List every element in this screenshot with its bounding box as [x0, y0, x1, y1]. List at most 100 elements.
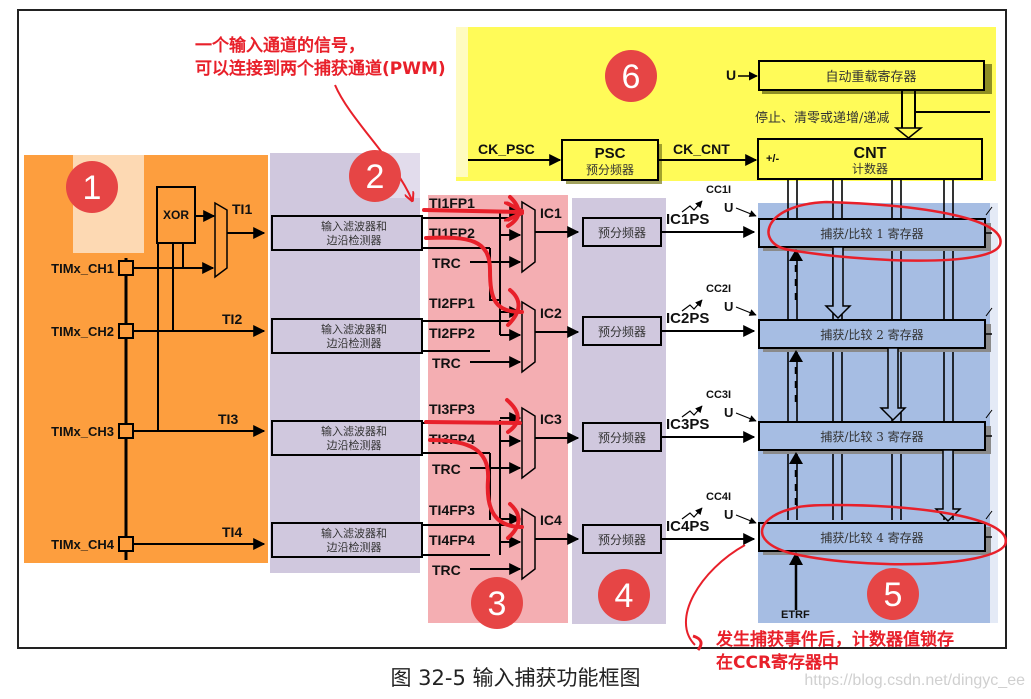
top-annotation-line1: 一个输入通道的信号，: [195, 35, 365, 56]
psc-title: PSC: [595, 145, 626, 162]
pin-3-pad: [118, 423, 134, 439]
pin-label: TIMx_CH2: [51, 324, 114, 339]
section-5-edge: [990, 203, 998, 623]
filter-label-line2: 边沿检测器: [327, 438, 382, 452]
filter-edge-detector-2: [271, 318, 423, 354]
arr-update-label: U: [726, 67, 736, 83]
pin-label: TIMx_CH3: [51, 424, 114, 439]
section-6-edge: [456, 27, 468, 177]
time-base-unit: 自动重载寄存器 U 停止、清零或递增/递减 CK_PSC PSC 预分频器 CK…: [468, 60, 992, 184]
mux-output-label: IC4: [540, 512, 562, 528]
update-label: U: [724, 200, 733, 215]
filter-label-line2: 边沿检测器: [327, 233, 382, 247]
icps-label: IC2PS: [666, 310, 709, 327]
section-3-background: [428, 195, 568, 623]
badge-number: 4: [615, 577, 634, 615]
prescaler-label: 预分频器: [598, 431, 646, 445]
cc-interrupt-label: CC2I: [706, 283, 731, 295]
interrupt-arrow-icon: [681, 299, 703, 312]
interrupt-arrow-icon: [681, 200, 703, 213]
transfer-arrow-icon: [879, 347, 907, 422]
counter-control-label: 停止、清零或递增/递减: [755, 110, 889, 126]
capture-mux-stage: TI1FP1TI1FP2TRCIC1TI2FP1TI2FP2TRCIC2TI3F…: [429, 195, 580, 581]
bottom-annotation-line1: 发生捕获事件后，计数器值锁存: [715, 629, 954, 650]
input-stage: XOR TIMx_CH1TIMx_CH2TIMx_CH3TIMx_CH4TI1T…: [51, 186, 266, 560]
section-badge-2: [349, 150, 401, 202]
capture-mux-2: [521, 300, 536, 374]
pin-label: TIMx_CH1: [51, 261, 114, 276]
badge-number: 6: [622, 58, 641, 96]
ti1-selector-mux: [214, 201, 228, 279]
ccr-register-3: [758, 421, 986, 451]
prescaler-stage: 预分频器 IC1PS CC1I U 预分频器 IC2PS CC2I U 预分频器 IC3PS CC3…: [582, 184, 757, 554]
mux-input-label: TI3FP3: [429, 401, 475, 417]
xor-gate: [156, 186, 196, 244]
update-arrow-icon: [735, 207, 757, 217]
filter-label-line1: 输入滤波器和: [321, 424, 387, 438]
update-label: U: [724, 405, 733, 420]
icps-label: IC1PS: [666, 211, 709, 228]
top-annotation-pointer: [334, 84, 412, 200]
pin-4-pad: [118, 536, 134, 552]
cnt-subtitle: 计数器: [852, 161, 888, 176]
capture-mux-1: [521, 200, 536, 274]
mux-output-label: IC2: [540, 305, 562, 321]
annotations: 一个输入通道的信号， 可以连接到两个捕获通道(PWM) 发生捕获事件后，计数器值…: [195, 35, 1007, 673]
ccr-register-2: [758, 319, 986, 349]
ic-prescaler-2: [582, 316, 662, 346]
interrupt-arrow-icon: [681, 507, 703, 520]
prescaler-label: 预分频器: [598, 226, 646, 240]
cnt-title: CNT: [854, 145, 887, 162]
badge-number: 5: [884, 576, 903, 614]
ccr1-highlight-ellipse: [767, 200, 1002, 262]
section-4-background: [572, 198, 666, 624]
mux-input-label: TRC: [432, 461, 461, 477]
filter-edge-detector-1: [271, 215, 423, 251]
cc-interrupt-label: CC3I: [706, 389, 731, 401]
section-badge-5: [867, 568, 919, 620]
cc-interrupt-label: CC1I: [706, 184, 731, 196]
ic-prescaler-4: [582, 524, 662, 554]
filter-label-line1: 输入滤波器和: [321, 526, 387, 540]
ccr4-highlight-ellipse: [760, 503, 1007, 566]
pin-1-pad: [118, 260, 134, 276]
mux-input-label: TI2FP1: [429, 295, 475, 311]
badge-number: 3: [488, 585, 507, 623]
icps-label: IC3PS: [666, 416, 709, 433]
ccr-register-4: [758, 522, 986, 552]
pin-label: TIMx_CH4: [51, 537, 115, 552]
mux-input-label: TI4FP3: [429, 502, 475, 518]
cc-interrupt-label: CC4I: [706, 491, 731, 503]
mux-input-label: TRC: [432, 255, 461, 271]
filter-edge-detector-3: [271, 420, 423, 456]
etrf-label: ETRF: [781, 609, 810, 621]
badge-number: 1: [83, 169, 102, 207]
prescaler-label: 预分频器: [598, 533, 646, 547]
ck-psc-label: CK_PSC: [478, 141, 535, 157]
filter-label-line1: 输入滤波器和: [321, 219, 387, 233]
update-label: U: [724, 299, 733, 314]
mux-input-label: TI2FP2: [429, 325, 475, 341]
capture-mux-3: [521, 406, 536, 480]
mux-input-label: TI4FP4: [429, 532, 475, 548]
mux-output-label: IC3: [540, 411, 562, 427]
ic-prescaler-1: [582, 217, 662, 247]
mux-input-label: TRC: [432, 562, 461, 578]
update-label: U: [724, 507, 733, 522]
watermark: https://blog.csdn.net/dingyc_ee: [804, 672, 1025, 689]
mux-input-label: TI1FP1: [429, 195, 475, 211]
filter-label-line2: 边沿检测器: [327, 540, 382, 554]
filter-stage: 输入滤波器和边沿检测器输入滤波器和边沿检测器输入滤波器和边沿检测器输入滤波器和边…: [271, 215, 510, 558]
ti-label: TI3: [218, 411, 238, 427]
interrupt-arrow-icon: [681, 405, 703, 418]
mux-output-label: IC1: [540, 205, 562, 221]
cnt-counter-box: [757, 138, 983, 180]
bottom-annotation-line2: 在CCR寄存器中: [716, 652, 839, 673]
ccr-register-label: 捕获/比较 3 寄存器: [820, 429, 923, 444]
mux-input-label: TRC: [432, 355, 461, 371]
update-arrow-icon: [735, 412, 757, 422]
xor-label: XOR: [163, 208, 189, 222]
